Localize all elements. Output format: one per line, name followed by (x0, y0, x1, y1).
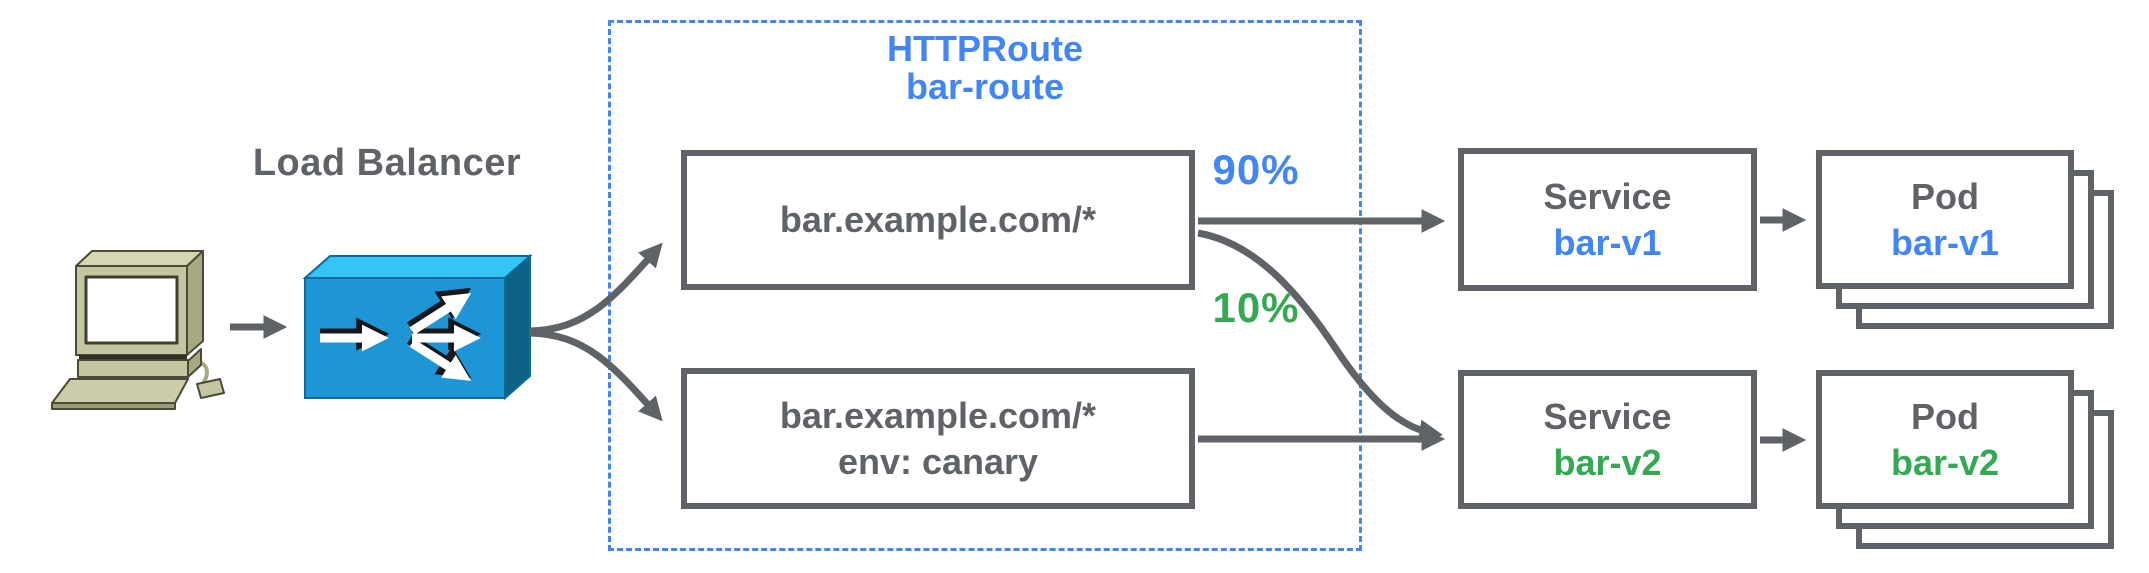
service-2-kind-label: Service (1543, 395, 1672, 437)
pod-2-name-label: bar-v2 (1890, 441, 2000, 483)
pod-2-kind-label: Pod (1911, 395, 1979, 437)
load-balancer-icon (302, 253, 533, 401)
lb-split-arrows-icon (320, 287, 482, 381)
route-rule-2-match: bar.example.com/* (779, 394, 1097, 436)
route-rule-2-box: bar.example.com/* env: canary (681, 368, 1195, 509)
service-bar-v1-box: Service bar-v1 (1458, 148, 1757, 291)
httproute-group-box (608, 20, 1362, 551)
service-1-name-label: bar-v1 (1553, 221, 1662, 263)
weight-90-label: 90% (1212, 146, 1300, 193)
pod-1-name-label: bar-v1 (1890, 221, 2000, 263)
httproute-name-label: bar-route (905, 66, 1064, 107)
lb-fork-arrows (528, 242, 663, 422)
desktop-computer-icon (51, 250, 225, 410)
route1-to-service2-curve (1197, 229, 1444, 444)
pod-1-kind-label: Pod (1911, 175, 1979, 217)
route-rule-1-match: bar.example.com/* (779, 199, 1097, 240)
weight-10-label: 10% (1212, 284, 1300, 331)
service-1-kind-label: Service (1543, 175, 1672, 217)
load-balancer-label: Load Balancer (252, 142, 522, 184)
service-2-name-label: bar-v2 (1553, 441, 1662, 483)
fork-arrow-bottom (528, 329, 663, 422)
httproute-group-title: HTTPRoute bar-route (608, 30, 1362, 106)
route-rule-2-header-match: env: canary (837, 440, 1039, 482)
service-bar-v2-box: Service bar-v2 (1458, 370, 1757, 509)
fork-arrow-top (528, 242, 663, 335)
route-rule-1-box: bar.example.com/* (681, 150, 1195, 290)
pod-bar-v1-box: Pod bar-v1 (1816, 150, 2074, 289)
pod-bar-v2-box: Pod bar-v2 (1816, 370, 2074, 509)
httproute-kind-label: HTTPRoute (887, 28, 1083, 69)
